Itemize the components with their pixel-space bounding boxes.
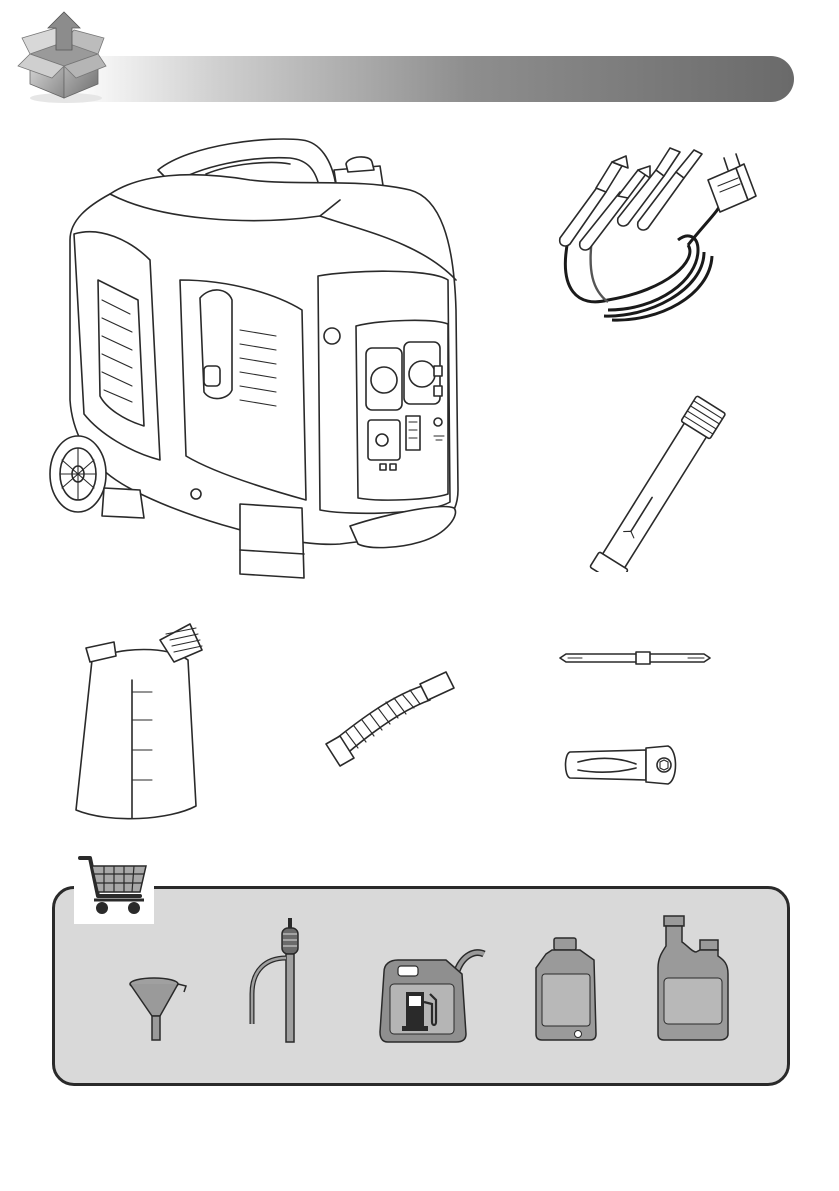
socket-adapter xyxy=(560,740,690,790)
pump-icon xyxy=(246,914,306,1044)
extension-hose xyxy=(322,668,462,773)
generator-icon xyxy=(40,130,470,590)
fuel-canister-icon xyxy=(376,944,488,1044)
funnel-icon xyxy=(124,974,190,1044)
dc-charging-cable xyxy=(548,140,768,325)
screwdriver xyxy=(558,644,714,670)
hose-icon xyxy=(322,668,462,773)
hand-pump xyxy=(246,914,306,1044)
shopping-cart-icon xyxy=(74,852,154,924)
spark-plug-wrench xyxy=(568,372,768,572)
oil-jug-icon xyxy=(532,934,602,1044)
socket-adapter-icon xyxy=(560,740,690,790)
fuel-canister xyxy=(376,944,488,1044)
oil-jug xyxy=(532,934,602,1044)
oil-filler-bottle xyxy=(70,620,220,835)
engine-oil-bottle xyxy=(652,912,732,1044)
funnel xyxy=(124,974,190,1044)
unpacking-box-icon xyxy=(16,8,108,104)
oil-bottle-icon xyxy=(70,620,220,835)
charging-cable-icon xyxy=(548,140,768,325)
header xyxy=(0,0,839,115)
header-bar xyxy=(70,56,794,102)
engine-oil-bottle-icon xyxy=(652,912,732,1044)
screwdriver-icon xyxy=(558,644,714,670)
inverter-generator xyxy=(40,130,470,590)
spark-plug-wrench-icon xyxy=(568,372,768,572)
